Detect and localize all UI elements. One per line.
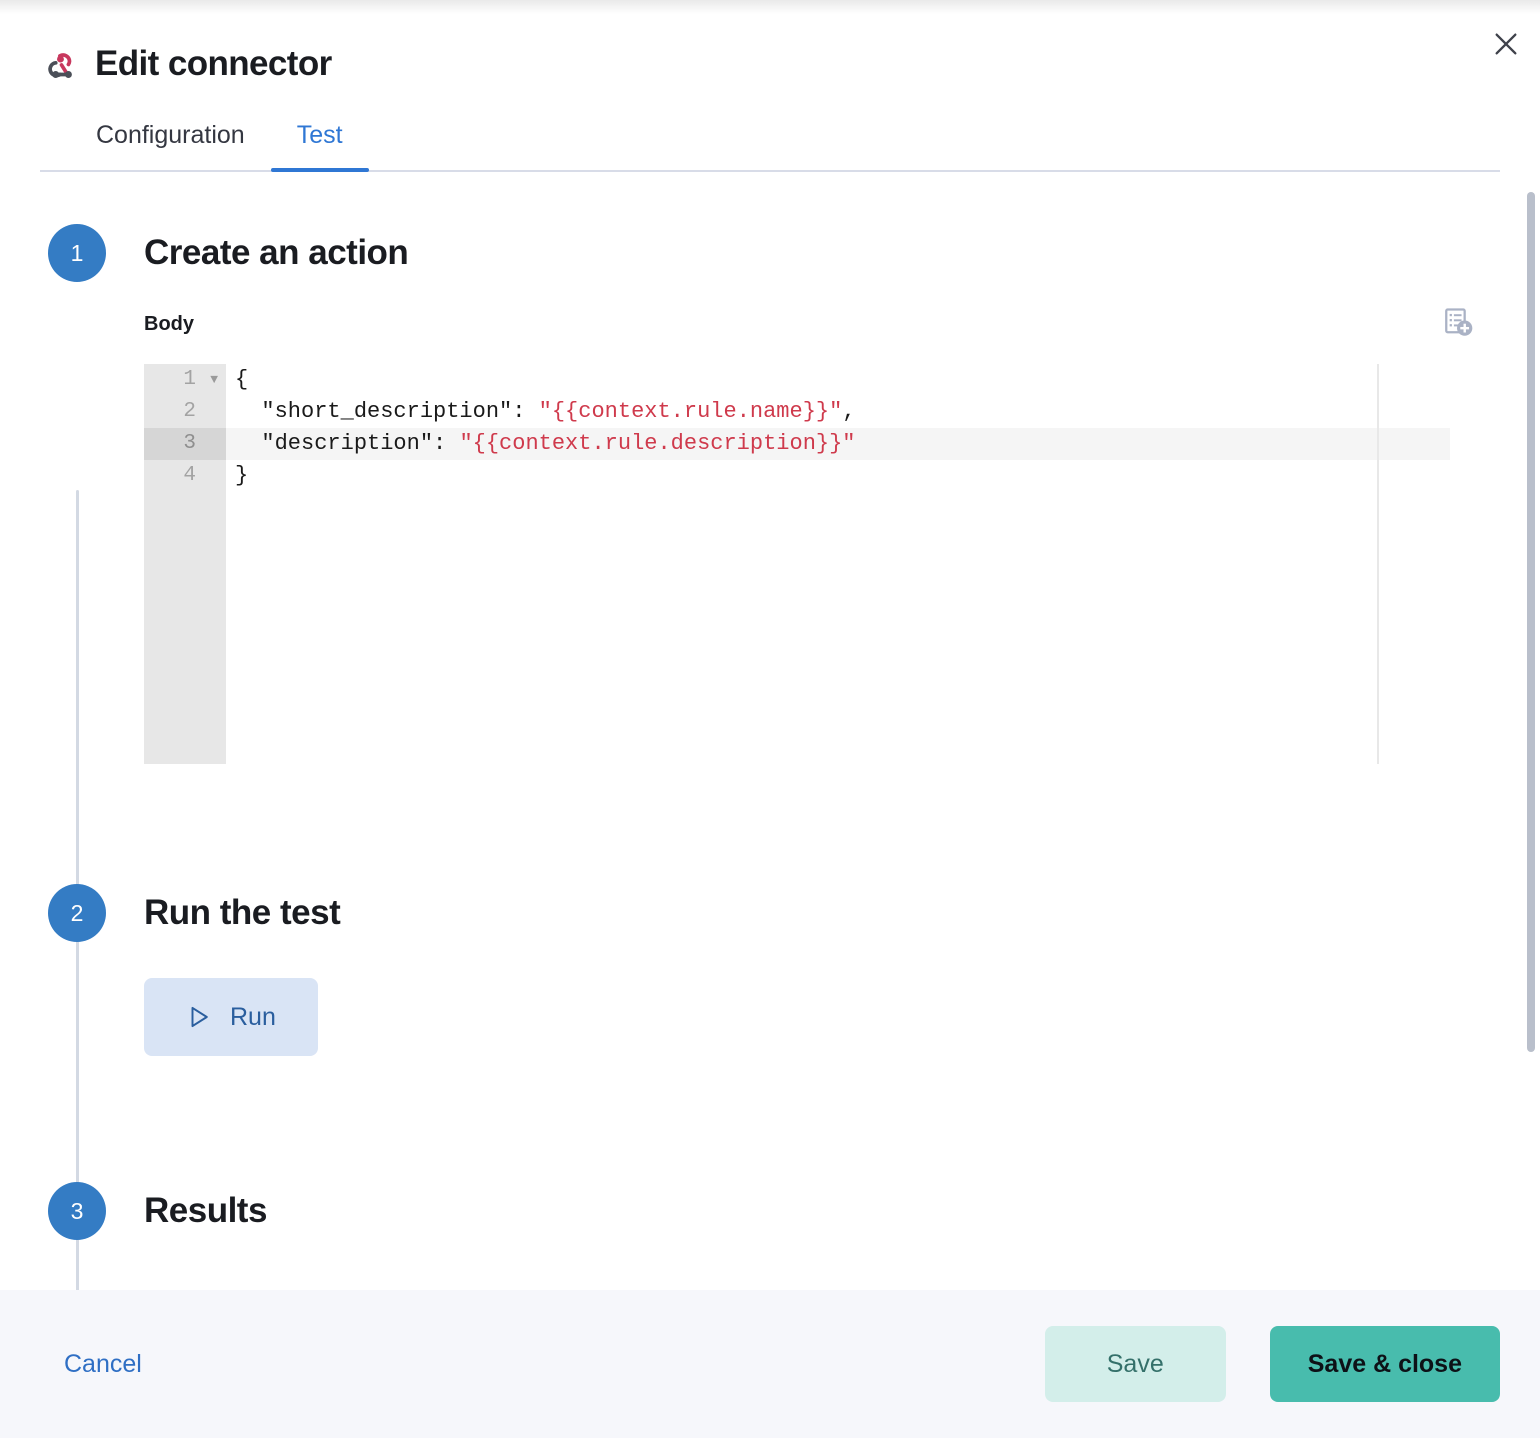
line-number-text: 2 xyxy=(183,400,196,424)
editor-print-margin xyxy=(1377,364,1379,765)
tab-bar: Configuration Test xyxy=(40,112,1500,173)
editor-gutter: 1 ▼ 2 3 4 xyxy=(144,364,226,765)
gutter-line-number-active[interactable]: 3 xyxy=(144,428,226,461)
body-field-label: Body xyxy=(144,313,194,336)
code-token-plain: } xyxy=(235,463,249,489)
flyout-footer: Cancel Save Save & close xyxy=(0,1290,1540,1438)
page-title: Edit connector xyxy=(95,44,332,83)
code-token-plain: "description": xyxy=(235,431,460,457)
step-number-badge: 2 xyxy=(48,884,106,943)
code-line[interactable]: { xyxy=(226,364,1500,396)
steps-container: 1 Create an action Body xyxy=(0,172,1540,1290)
gutter-line-number[interactable]: 2 xyxy=(144,396,226,428)
cancel-button[interactable]: Cancel xyxy=(60,1340,146,1389)
run-button[interactable]: Run xyxy=(144,978,318,1057)
step-content: Run the test Run xyxy=(106,884,1500,1182)
title-row: Edit connector xyxy=(40,44,1500,84)
step-content: Create an action Body xyxy=(106,224,1500,884)
flyout-header: Edit connector Configuration Test xyxy=(0,0,1540,173)
step-results: 3 Results xyxy=(48,1182,1500,1241)
line-number-text: 3 xyxy=(183,432,196,456)
code-line[interactable]: "description": "{{context.rule.descripti… xyxy=(226,428,1450,461)
code-token-plain: , xyxy=(842,399,856,425)
tab-test[interactable]: Test xyxy=(270,112,369,173)
step-create-an-action: 1 Create an action Body xyxy=(48,224,1500,884)
code-line[interactable]: "short_description": "{{context.rule.nam… xyxy=(226,396,1500,428)
step-title: Results xyxy=(144,1191,267,1231)
flyout-body: 1 Create an action Body xyxy=(0,172,1540,1290)
save-and-close-button[interactable]: Save & close xyxy=(1269,1326,1500,1402)
add-list-item-icon[interactable] xyxy=(1442,306,1476,340)
step-number-badge: 3 xyxy=(48,1182,106,1241)
step-content: Results xyxy=(106,1182,1500,1240)
add-list-item-glyph xyxy=(1445,308,1473,336)
line-number-text: 4 xyxy=(183,464,196,488)
scrollbar-thumb[interactable] xyxy=(1527,192,1535,1053)
step-title: Run the test xyxy=(144,893,341,933)
tab-configuration[interactable]: Configuration xyxy=(70,112,271,170)
fold-arrow-icon[interactable]: ▼ xyxy=(210,372,218,388)
close-glyph xyxy=(1495,33,1517,55)
webhook-icon xyxy=(48,52,72,78)
body-code-editor[interactable]: 1 ▼ 2 3 4 xyxy=(144,364,1500,765)
code-token-plain: "short_description": xyxy=(235,399,539,425)
step-run-the-test: 2 Run the test Run xyxy=(48,884,1500,1182)
code-token-plain: { xyxy=(235,367,249,393)
gutter-line-number[interactable]: 4 xyxy=(144,460,226,492)
step-title: Create an action xyxy=(144,233,409,273)
close-icon[interactable] xyxy=(1484,22,1528,66)
save-button[interactable]: Save xyxy=(1044,1326,1226,1402)
run-button-label: Run xyxy=(230,1002,276,1031)
play-icon xyxy=(191,1007,208,1028)
footer-actions: Save Save & close xyxy=(1044,1326,1500,1402)
editor-code-lines[interactable]: { "short_description": "{{context.rule.n… xyxy=(226,364,1500,764)
gutter-line-number[interactable]: 1 ▼ xyxy=(144,364,226,396)
code-token-string: "{{context.rule.name}}" xyxy=(538,399,843,425)
body-field-header: Body xyxy=(144,308,1500,340)
line-number-text: 1 xyxy=(183,368,196,392)
run-button-wrap: Run xyxy=(144,978,1500,1057)
step-number-badge: 1 xyxy=(48,224,106,283)
vertical-scrollbar[interactable] xyxy=(1526,172,1536,1290)
code-line[interactable]: } xyxy=(226,460,1500,492)
body-field-block: Body xyxy=(144,308,1500,765)
code-token-string: "{{context.rule.description}}" xyxy=(459,431,856,457)
